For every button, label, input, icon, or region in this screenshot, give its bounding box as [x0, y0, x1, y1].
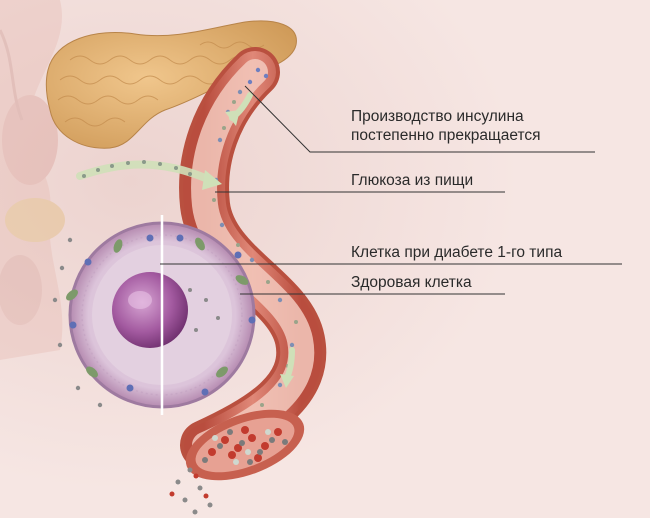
- faded-anatomy: [0, 0, 65, 360]
- healthy-cell: [162, 221, 256, 409]
- label-healthy-cell: Здоровая клетка: [351, 274, 472, 291]
- leader-lines: [160, 85, 622, 295]
- vessel-flow-arrow: [280, 347, 295, 388]
- label-type1-cell: Клетка при диабете 1-го типа: [351, 244, 563, 261]
- glucose-arrow: [76, 160, 222, 190]
- blood-particles: [169, 426, 288, 515]
- vessel-particles: [212, 67, 298, 407]
- type1-cell: [52, 221, 162, 409]
- label-insulin-production-line1: Производство инсулина: [351, 108, 524, 125]
- label-insulin-production: Производство инсулина постепенно прекращ…: [351, 107, 541, 145]
- label-glucose-from-food: Глюкоза из пищи: [351, 172, 474, 189]
- leader-insulin: [244, 85, 595, 153]
- insulin-arrow: [225, 92, 253, 126]
- label-insulin-production-line2: постепенно прекращается: [351, 127, 541, 144]
